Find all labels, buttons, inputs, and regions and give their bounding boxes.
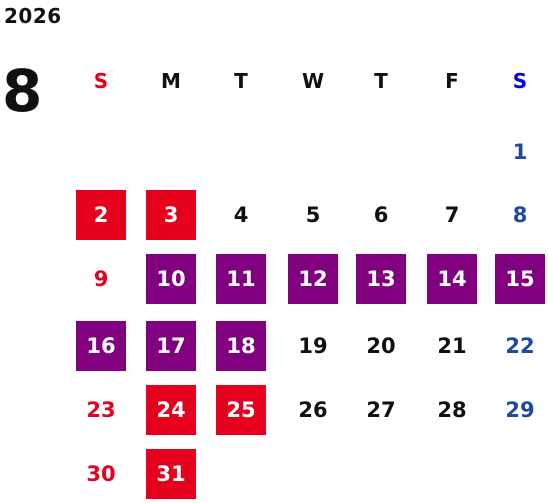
calendar-day-25[interactable]: 25 <box>216 385 266 435</box>
calendar-day-12[interactable]: 12 <box>288 254 338 304</box>
calendar-day-19[interactable]: 19 <box>298 334 328 358</box>
weekday-header-fri: F <box>445 69 459 93</box>
calendar-day-7[interactable]: 7 <box>444 203 460 227</box>
calendar-day-5[interactable]: 5 <box>305 203 321 227</box>
calendar-day-13[interactable]: 13 <box>356 254 406 304</box>
weekday-header-tue: T <box>234 69 248 93</box>
calendar-day-29[interactable]: 29 <box>505 398 535 422</box>
calendar-day-1[interactable]: 1 <box>512 140 528 164</box>
calendar-day-9[interactable]: 9 <box>93 267 109 291</box>
calendar-day-15[interactable]: 15 <box>495 254 545 304</box>
calendar-day-20[interactable]: 20 <box>366 334 396 358</box>
calendar-day-26[interactable]: 26 <box>298 398 328 422</box>
calendar-day-28[interactable]: 28 <box>437 398 467 422</box>
calendar-day-14[interactable]: 14 <box>427 254 477 304</box>
weekday-header-sun: S <box>93 69 109 93</box>
calendar-day-21[interactable]: 21 <box>437 334 467 358</box>
calendar-day-4[interactable]: 4 <box>233 203 249 227</box>
weekday-header-thu: T <box>374 69 388 93</box>
weekday-header-mon: M <box>161 69 181 93</box>
weekday-header-wed: W <box>301 69 325 93</box>
calendar-day-31[interactable]: 31 <box>146 449 196 499</box>
calendar-day-3[interactable]: 3 <box>146 190 196 240</box>
calendar-day-16[interactable]: 16 <box>76 321 126 371</box>
calendar-day-22[interactable]: 22 <box>505 334 535 358</box>
calendar-day-6[interactable]: 6 <box>373 203 389 227</box>
calendar-day-27[interactable]: 27 <box>366 398 396 422</box>
calendar-year: 2026 <box>4 4 62 28</box>
calendar-month: 8 <box>2 57 43 125</box>
weekday-header-sat: S <box>512 69 528 93</box>
calendar-day-24[interactable]: 24 <box>146 385 196 435</box>
calendar-day-18[interactable]: 18 <box>216 321 266 371</box>
calendar-day-10[interactable]: 10 <box>146 254 196 304</box>
calendar-day-23[interactable]: 23 <box>86 398 116 422</box>
calendar-day-11[interactable]: 11 <box>216 254 266 304</box>
calendar-day-2[interactable]: 2 <box>76 190 126 240</box>
calendar-day-17[interactable]: 17 <box>146 321 196 371</box>
calendar-day-8[interactable]: 8 <box>512 203 528 227</box>
calendar-day-30[interactable]: 30 <box>86 462 116 486</box>
